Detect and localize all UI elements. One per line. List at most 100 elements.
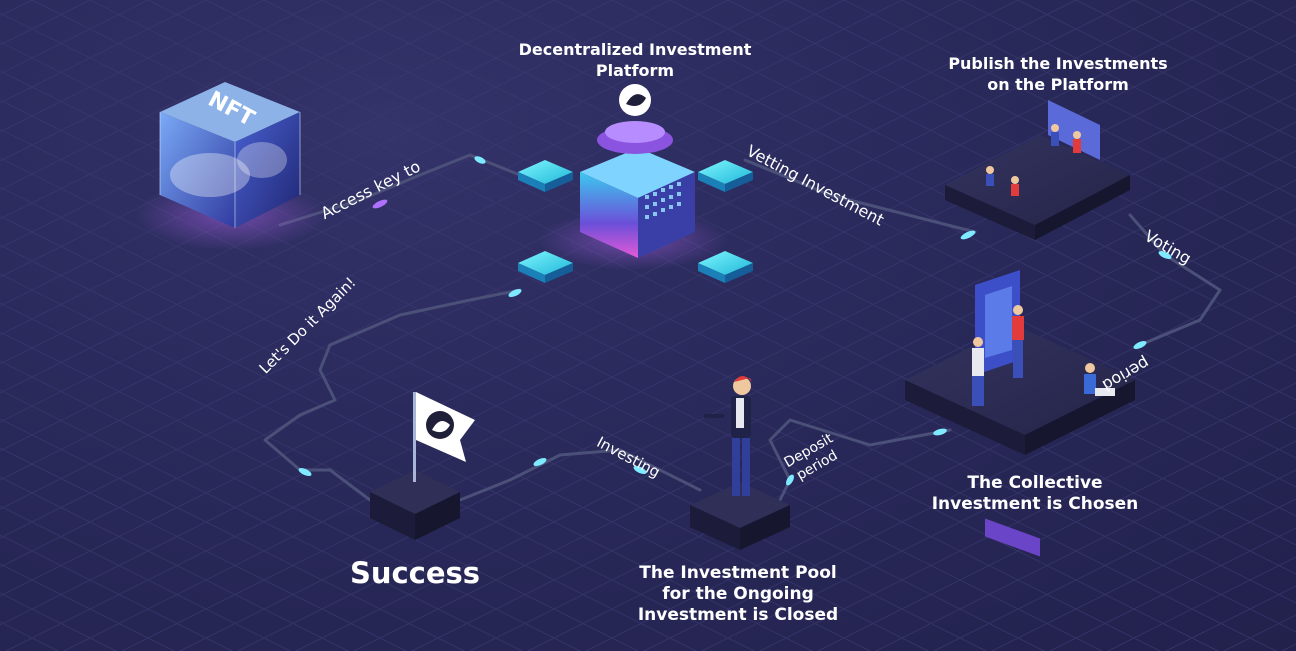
grid-line bbox=[1107, 556, 1296, 651]
title-pool: The Investment Pool for the Ongoing Inve… bbox=[608, 563, 868, 626]
title-pool-line-3: Investment is Closed bbox=[637, 605, 839, 625]
grid-line bbox=[1191, 0, 1296, 53]
path-publish-to-collective bbox=[1128, 213, 1222, 347]
title-platform: Decentralized Investment Platform bbox=[495, 39, 775, 81]
grid-line bbox=[991, 498, 1296, 651]
publish-platform bbox=[945, 100, 1130, 557]
grid-line bbox=[611, 0, 1296, 343]
title-publish: Publish the Investments on the Platform bbox=[918, 53, 1198, 95]
grid-line bbox=[469, 237, 1296, 651]
grid-line bbox=[0, 360, 581, 651]
grid-line bbox=[0, 0, 671, 336]
grid-line bbox=[585, 295, 1296, 651]
grid-line bbox=[0, 128, 1045, 651]
grid-line bbox=[727, 0, 1296, 285]
title-pool-line-1: The Investment Pool bbox=[639, 563, 837, 583]
grid-line bbox=[0, 476, 349, 651]
grid-line bbox=[0, 621, 59, 651]
node-top-left bbox=[518, 160, 573, 192]
grid-line bbox=[0, 0, 1135, 568]
title-collective-line-1: The Collective bbox=[967, 473, 1103, 493]
grid-line bbox=[0, 0, 613, 307]
node-top-right bbox=[698, 160, 753, 192]
grid-line bbox=[0, 0, 265, 133]
grid-line bbox=[0, 505, 291, 651]
grid-line bbox=[553, 0, 1296, 372]
grid-line bbox=[1075, 0, 1296, 111]
grid-line bbox=[0, 70, 1161, 651]
grid-line bbox=[643, 324, 1296, 651]
success-pedestal bbox=[370, 392, 475, 540]
title-platform-line-2: Platform bbox=[595, 61, 675, 80]
grid-line bbox=[0, 534, 233, 651]
path-platform-to-publish bbox=[743, 158, 977, 234]
grid-line bbox=[0, 302, 697, 651]
title-success: Success bbox=[349, 556, 481, 590]
grid-line bbox=[437, 0, 1296, 430]
node-bottom-left bbox=[518, 251, 573, 283]
grid-line bbox=[0, 0, 903, 452]
grid-line bbox=[785, 0, 1296, 256]
title-collective-line-2: Investment is Chosen bbox=[931, 494, 1139, 514]
grid-line bbox=[147, 0, 1296, 575]
grid-line bbox=[0, 447, 407, 651]
grid-line bbox=[0, 0, 1077, 539]
nft-cube: NFT bbox=[135, 82, 325, 250]
grid-line bbox=[295, 150, 1296, 651]
grid-line bbox=[89, 0, 1296, 604]
grid-line bbox=[0, 0, 787, 394]
connector-paths bbox=[263, 153, 1222, 502]
collective-platform bbox=[905, 270, 1135, 455]
path-particles bbox=[298, 156, 1172, 486]
grid-line bbox=[0, 99, 1103, 651]
grid-line bbox=[63, 34, 1296, 651]
title-platform-line-1: Decentralized Investment bbox=[518, 40, 752, 59]
grid-line bbox=[1017, 0, 1296, 140]
grid-line bbox=[237, 121, 1296, 651]
grid-line bbox=[0, 563, 175, 651]
path-success-to-platform bbox=[263, 288, 522, 502]
grid-line bbox=[1049, 527, 1296, 651]
grid-line bbox=[1223, 614, 1296, 651]
grid-line bbox=[0, 0, 1251, 626]
title-pool-line-2: for the Ongoing bbox=[662, 584, 814, 604]
grid-line bbox=[121, 63, 1296, 651]
grid-line bbox=[263, 0, 1296, 517]
grid-line bbox=[179, 92, 1296, 651]
grid-line bbox=[0, 0, 961, 481]
grid-line bbox=[379, 0, 1296, 459]
grid-line bbox=[0, 389, 523, 651]
path-pool-to-success bbox=[458, 448, 702, 502]
grid-line bbox=[5, 5, 1296, 651]
grid-line bbox=[321, 0, 1296, 488]
grid-line bbox=[701, 353, 1296, 651]
grid-line bbox=[0, 418, 465, 651]
grid-line bbox=[0, 157, 987, 651]
grid-line bbox=[0, 0, 729, 365]
grid-line bbox=[959, 0, 1296, 169]
grid-line bbox=[933, 469, 1296, 651]
grid-line bbox=[411, 208, 1296, 651]
grid-line bbox=[0, 331, 639, 651]
node-bottom-right bbox=[698, 251, 753, 283]
title-publish-line-1: Publish the Investments bbox=[948, 54, 1168, 73]
pool-pedestal bbox=[690, 376, 790, 550]
title-publish-line-2: on the Platform bbox=[987, 75, 1129, 94]
grid-line bbox=[0, 215, 871, 651]
grid-line bbox=[875, 440, 1296, 651]
platform-tower bbox=[538, 84, 728, 270]
grid-line bbox=[0, 0, 555, 278]
grid-line bbox=[759, 382, 1296, 651]
grid-line bbox=[0, 0, 323, 162]
grid-line bbox=[0, 0, 381, 191]
grid-line bbox=[669, 0, 1296, 314]
grid-line bbox=[0, 244, 813, 651]
grid-line bbox=[0, 186, 929, 651]
grid-line bbox=[1249, 0, 1296, 24]
path-nft-to-platform bbox=[278, 153, 522, 227]
grid-line bbox=[0, 592, 117, 651]
grid-line bbox=[901, 0, 1296, 198]
platform-nodes bbox=[518, 160, 753, 283]
